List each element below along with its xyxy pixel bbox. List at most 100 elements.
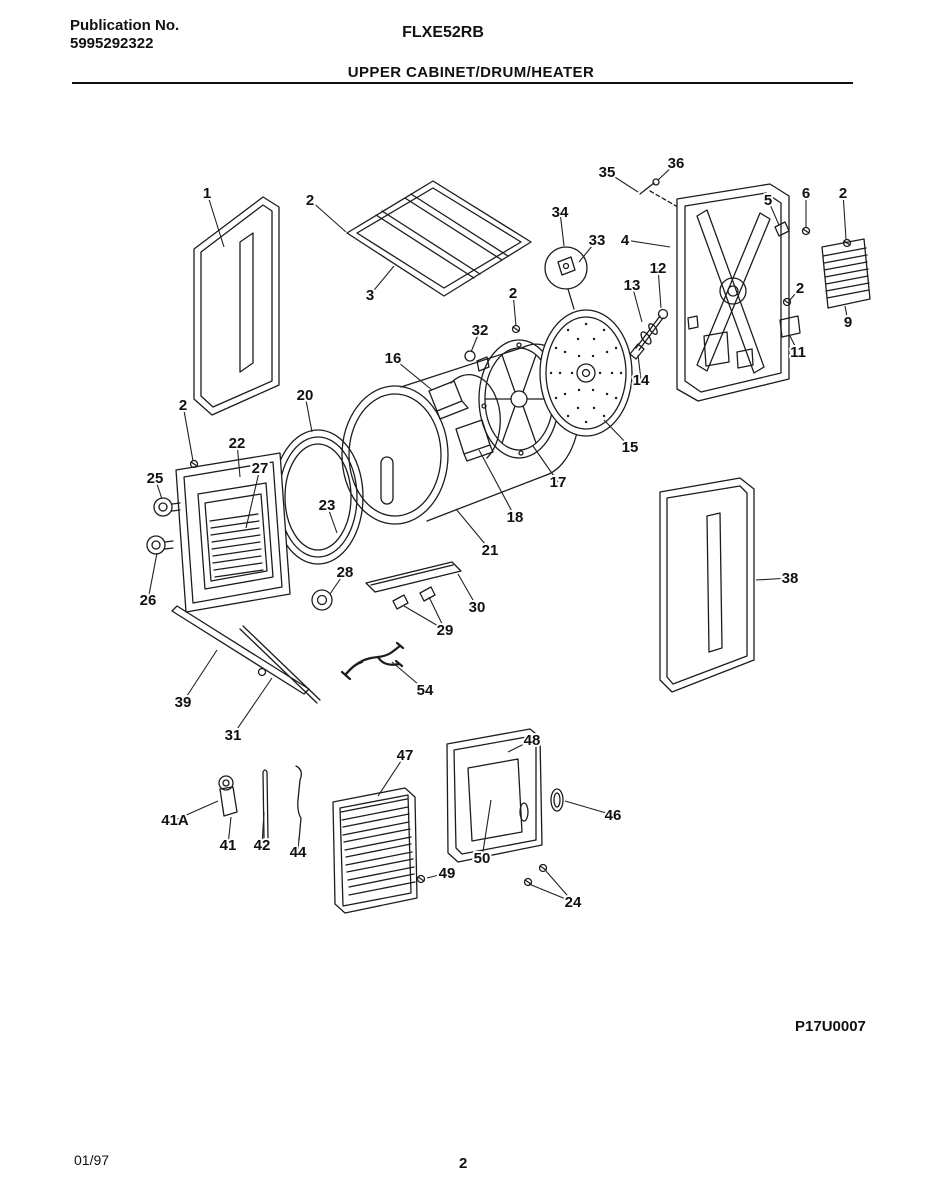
side-panel-left — [193, 196, 280, 416]
callout-44: 44 — [290, 844, 307, 861]
leader-line-17 — [532, 445, 559, 483]
callout-14: 14 — [633, 372, 650, 389]
heater-shield — [539, 309, 633, 437]
clips-29 — [392, 586, 436, 610]
callout-22: 22 — [229, 435, 246, 452]
callout-26: 26 — [140, 592, 157, 609]
footer-date: 01/97 — [74, 1152, 110, 1168]
leader-line-24 — [545, 870, 574, 903]
page-title: UPPER CABINET/DRUM/HEATER — [347, 64, 595, 81]
callout-39: 39 — [175, 694, 192, 711]
leader-line-2 — [309, 199, 347, 233]
leader-line-50 — [481, 799, 492, 859]
callout-15: 15 — [622, 439, 639, 456]
callout-48: 48 — [524, 732, 541, 749]
screw-2-door — [189, 459, 199, 469]
callout-3: 3 — [366, 287, 374, 304]
screw-2-right — [782, 297, 792, 307]
callout-33: 33 — [589, 232, 606, 249]
leader-line-2 — [842, 192, 847, 240]
callout-21: 21 — [482, 542, 499, 559]
callout-49: 49 — [439, 865, 456, 882]
top-panel — [346, 180, 532, 297]
callout-17: 17 — [550, 474, 567, 491]
leader-line-3 — [369, 265, 395, 296]
rear-access-cover — [446, 728, 543, 863]
leader-line-1 — [206, 192, 225, 248]
grommet-28 — [311, 589, 333, 611]
leader-line-27 — [245, 467, 261, 529]
callout-9: 9 — [844, 314, 852, 331]
callout-24: 24 — [565, 894, 582, 911]
leader-line-29 — [403, 605, 446, 631]
callout-2: 2 — [796, 280, 804, 297]
bracket-11 — [779, 315, 801, 338]
callout-41: 41 — [220, 837, 237, 854]
callout-27: 27 — [252, 460, 269, 477]
leader-line-44 — [297, 837, 300, 853]
rod-42 — [262, 769, 269, 841]
callout-18: 18 — [507, 509, 524, 526]
leader-line-4 — [624, 239, 671, 248]
leader-line-16 — [392, 357, 433, 391]
leader-line-2 — [182, 404, 194, 462]
leader-line-41A — [174, 800, 219, 821]
callout-36: 36 — [668, 155, 685, 172]
clip-46 — [550, 788, 564, 812]
leader-line-20 — [304, 394, 313, 433]
publication-info: Publication No. 5995292322 — [70, 17, 179, 53]
leader-line-38 — [755, 577, 791, 581]
wiring-harness — [340, 641, 405, 681]
callout-2: 2 — [509, 285, 517, 302]
callout-6: 6 — [802, 185, 810, 202]
callout-38: 38 — [782, 570, 799, 587]
callout-29: 29 — [437, 622, 454, 639]
leader-line-25 — [154, 477, 163, 500]
callout-20: 20 — [297, 387, 314, 404]
screw-49 — [416, 874, 426, 884]
callout-54: 54 — [417, 682, 434, 699]
bearing-detail-balloon — [544, 246, 588, 310]
callout-47: 47 — [397, 747, 414, 764]
callout-23: 23 — [319, 497, 336, 514]
callout-16: 16 — [385, 350, 402, 367]
heater-assembly — [332, 787, 418, 914]
callout-4: 4 — [621, 232, 630, 249]
extra-leader-lines — [428, 596, 574, 903]
leader-line-34 — [559, 211, 565, 247]
model-number: FLXE52RB — [402, 24, 484, 41]
side-panel-right — [659, 477, 755, 693]
leader-line-28 — [329, 571, 346, 595]
leader-line-15 — [603, 419, 631, 448]
footer-page-number: 2 — [459, 1155, 468, 1172]
drum-shaft — [629, 308, 669, 360]
callout-46: 46 — [605, 807, 622, 824]
callout-32: 32 — [472, 322, 489, 339]
callout-50: 50 — [474, 850, 491, 867]
leader-line-14 — [637, 354, 642, 381]
leader-line-35 — [606, 171, 639, 193]
leader-line-11 — [789, 335, 799, 353]
leader-line-33 — [578, 239, 598, 263]
callout-34: 34 — [552, 204, 569, 221]
leader-line-48 — [507, 739, 533, 753]
leader-line-41 — [227, 816, 232, 846]
hook-44 — [295, 765, 302, 841]
callout-28: 28 — [337, 564, 354, 581]
leader-line-32 — [470, 329, 481, 353]
callout-2: 2 — [839, 185, 847, 202]
leader-line-18 — [478, 449, 516, 518]
leader-line-22 — [236, 442, 241, 478]
callout-25: 25 — [147, 470, 164, 487]
screws-24 — [523, 863, 548, 887]
screw-6 — [801, 226, 811, 236]
leader-line-39 — [182, 649, 218, 703]
mounting-bracket-30 — [365, 561, 462, 593]
callout-12: 12 — [650, 260, 667, 277]
callout-42: 42 — [254, 837, 271, 854]
title-underline — [72, 82, 853, 84]
cord-bracket-41a — [218, 775, 238, 817]
callout-2: 2 — [179, 397, 187, 414]
